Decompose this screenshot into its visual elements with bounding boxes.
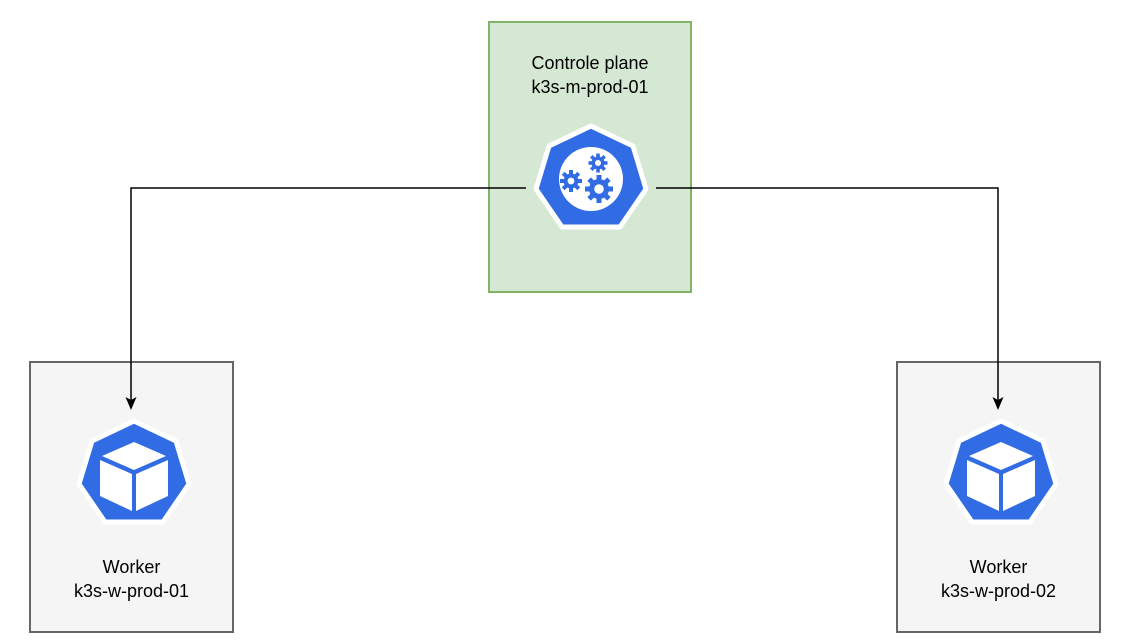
worker-role: Worker (969, 557, 1028, 577)
kubernetes-node-icon (76, 418, 192, 525)
worker-hostname: k3s-w-prod-01 (73, 581, 190, 601)
worker-label: Worker k3s-w-prod-01 (31, 555, 232, 603)
kubernetes-control-plane-icon (533, 123, 649, 230)
worker-node-1[interactable]: Worker k3s-w-prod-01 (29, 361, 234, 633)
control-plane-role: Controle plane (531, 53, 649, 73)
worker-label: Worker k3s-w-prod-02 (898, 555, 1099, 603)
control-plane-hostname: k3s-m-prod-01 (531, 77, 649, 97)
worker-node-2[interactable]: Worker k3s-w-prod-02 (896, 361, 1101, 633)
worker-hostname: k3s-w-prod-02 (940, 581, 1057, 601)
kubernetes-node-icon (943, 418, 1059, 525)
control-plane-label: Controle plane k3s-m-prod-01 (490, 51, 690, 99)
control-plane-node[interactable]: Controle plane k3s-m-prod-01 (488, 21, 692, 293)
worker-role: Worker (102, 557, 161, 577)
